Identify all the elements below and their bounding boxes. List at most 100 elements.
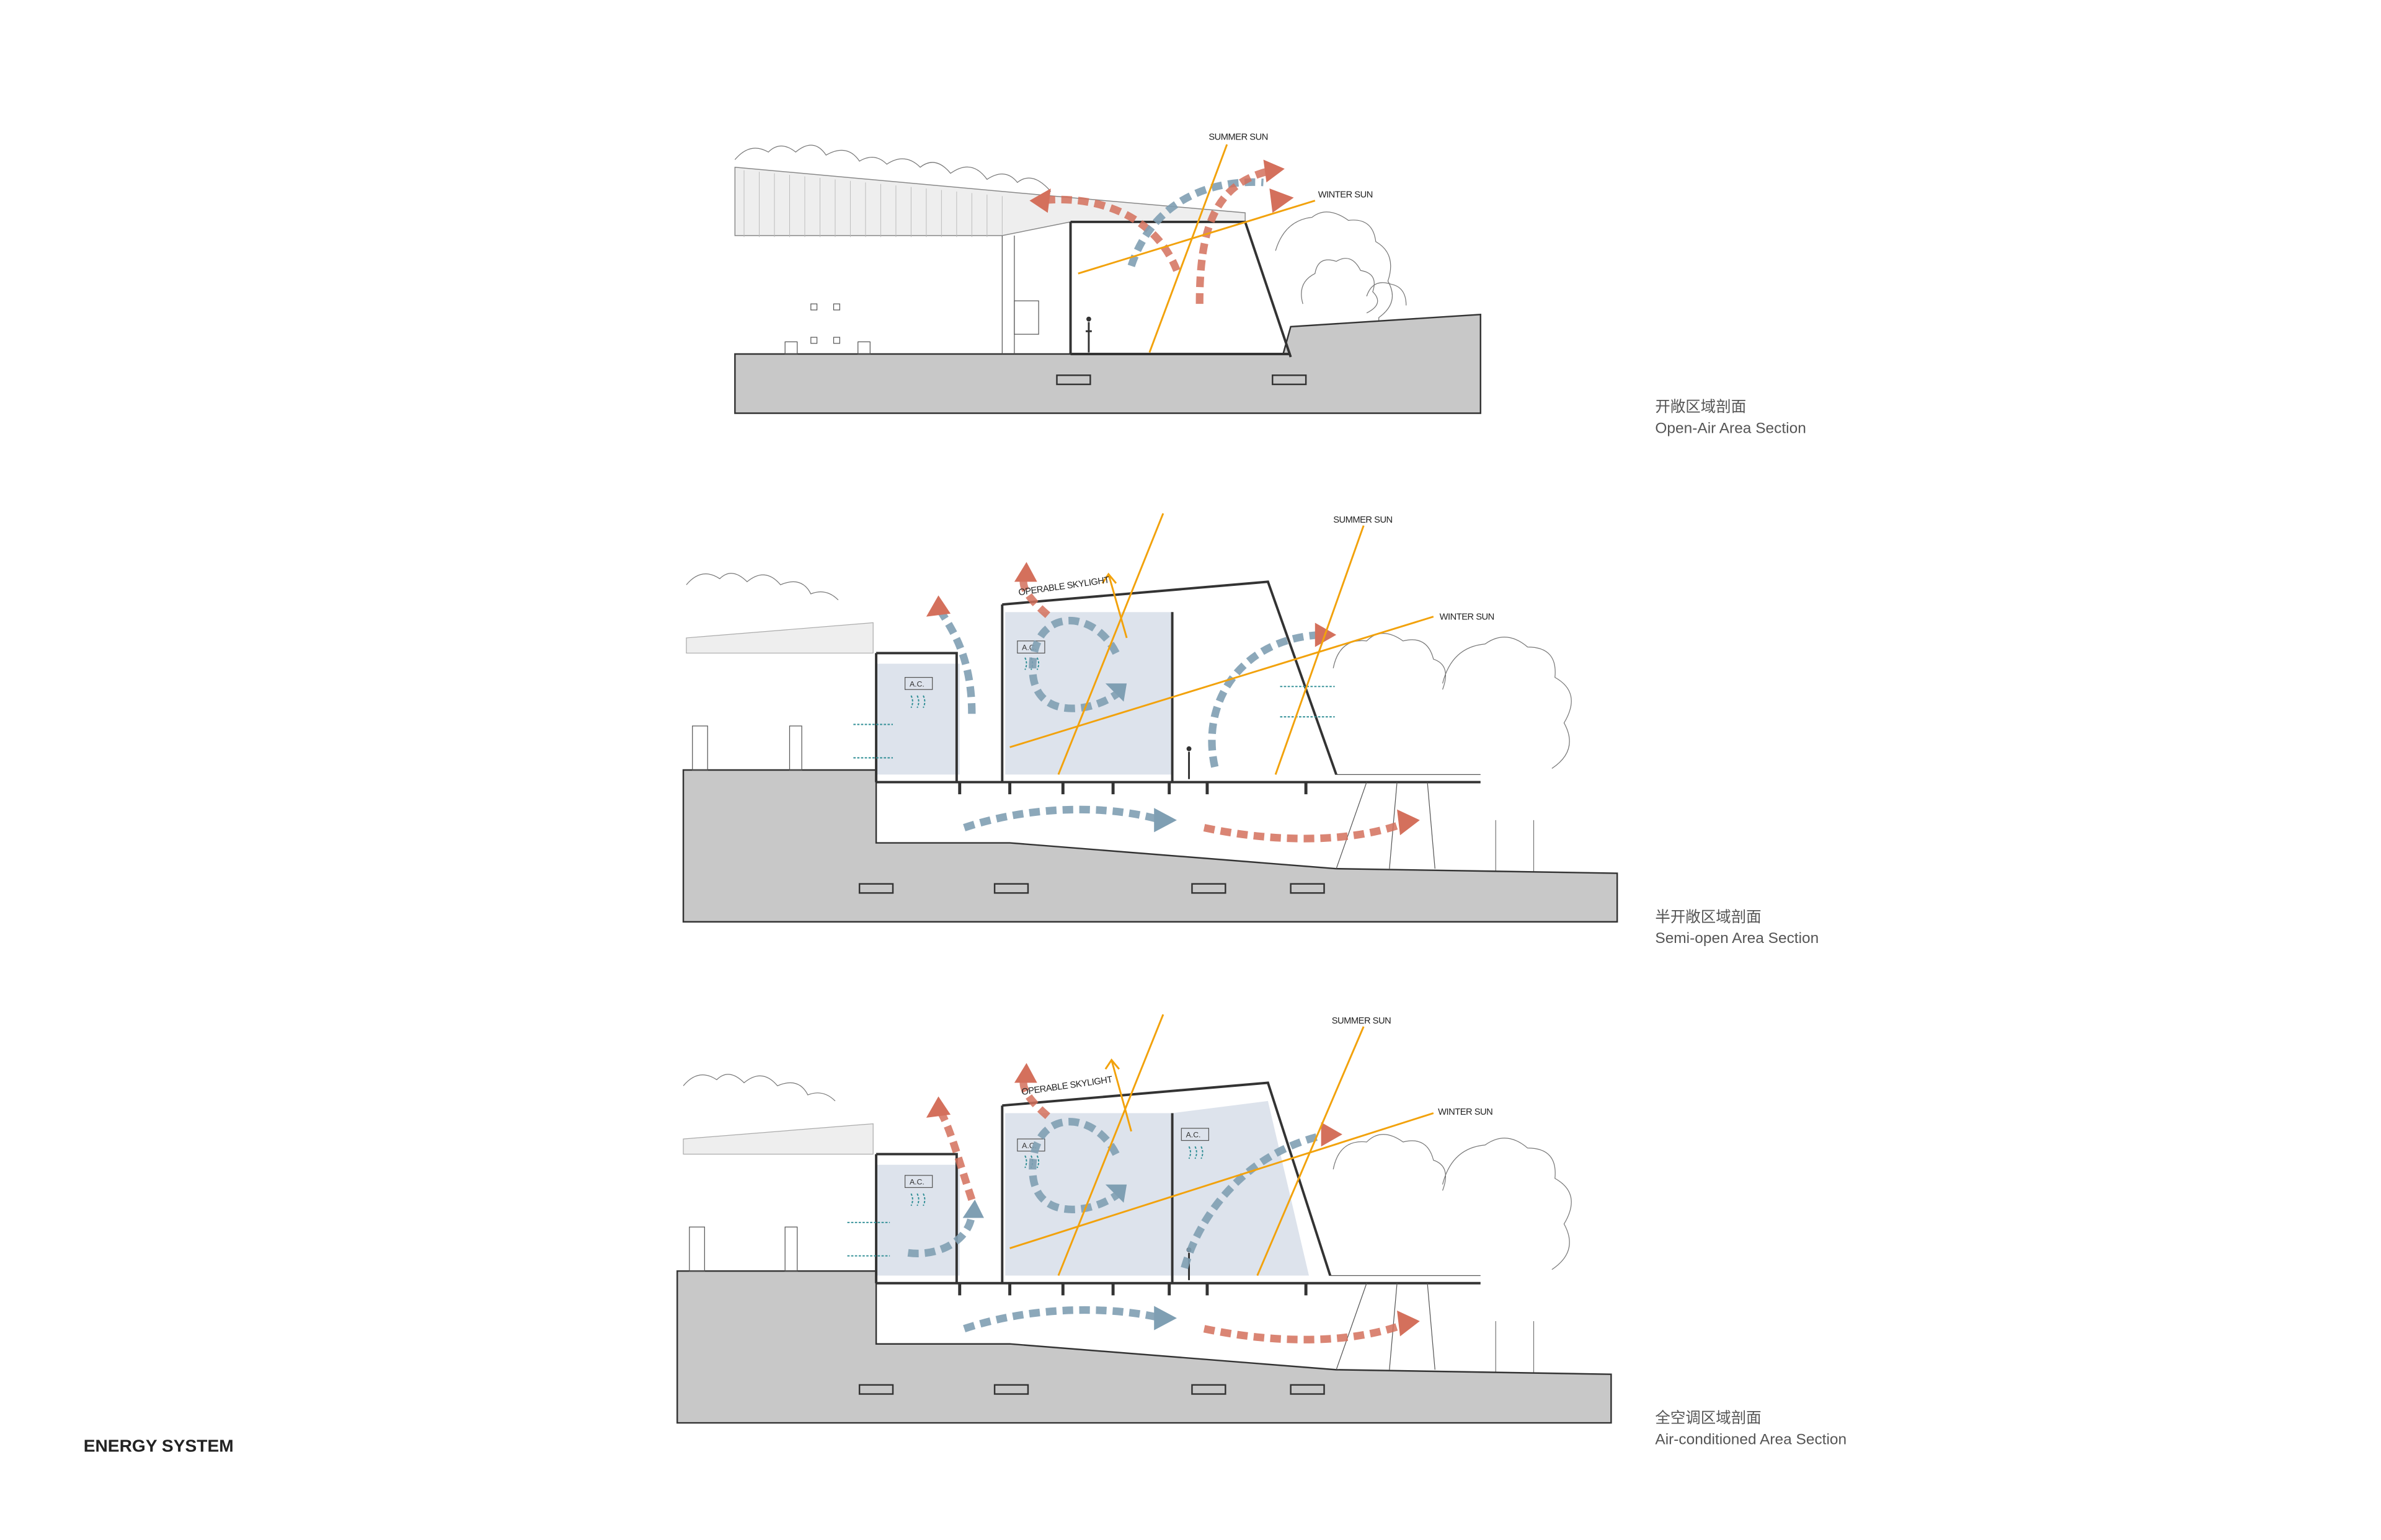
conditioned-room: [1172, 1100, 1310, 1276]
warm-arrowhead: [1029, 188, 1051, 213]
open-air-section: SUMMER SUN WINTER SUN 开敞区域剖面 Open-Air Ar…: [734, 133, 1806, 436]
tree-outlines: [686, 573, 1572, 874]
roof-structure: [875, 580, 1481, 784]
cross-vent-arrows: [847, 1221, 890, 1257]
cool-air-loop: [1181, 1132, 1323, 1269]
summer-sun-ray: [1057, 513, 1164, 775]
person-head: [1186, 746, 1192, 751]
warm-air-arrow: [1195, 166, 1274, 304]
summer-sun-ray: [1148, 144, 1228, 353]
footing: [1272, 374, 1307, 386]
cool-air-arrow: [1127, 178, 1264, 267]
bench: [858, 341, 871, 355]
air-conditioned-section: A.C. A.C. A.C. SUMMER SUN WINTER SUN OPE…: [676, 1014, 1847, 1448]
cross-vent-arrows: [853, 686, 1335, 759]
warm-arrowhead: [1269, 188, 1294, 213]
cool-arrowhead: [962, 1200, 984, 1218]
deck: [1336, 774, 1481, 869]
summer-sun-label: SUMMER SUN: [1332, 1016, 1391, 1026]
warm-arrowhead: [926, 595, 951, 617]
footing: [858, 1384, 894, 1395]
ground-section: [676, 1270, 1612, 1424]
small-window: [810, 303, 818, 311]
winter-sun-ray: [1078, 200, 1316, 275]
warm-arrowhead: [926, 1096, 951, 1118]
footing: [993, 883, 1029, 894]
ac-label: A.C.: [1186, 1131, 1201, 1140]
wall-vertical: [1001, 235, 1015, 354]
door: [1014, 300, 1039, 335]
footing: [1056, 374, 1091, 386]
footing: [1290, 883, 1325, 894]
winter-sun-label: WINTER SUN: [1438, 1107, 1492, 1117]
bench: [784, 341, 798, 355]
warm-arrowhead: [1397, 809, 1420, 836]
tree-outlines: [734, 144, 1393, 333]
footing: [1290, 1384, 1325, 1395]
footing: [1191, 883, 1226, 894]
ac-label: A.C.: [910, 679, 924, 688]
conditioned-room: [1005, 612, 1173, 775]
person-figure: [1086, 322, 1092, 353]
warm-arrowhead: [1397, 1310, 1420, 1337]
footing: [1191, 1384, 1226, 1395]
cool-arrowhead: [1154, 808, 1177, 833]
deck: [1330, 1275, 1481, 1370]
warm-air-arrow: [1039, 195, 1181, 272]
section-caption-cn: 开敞区域剖面: [1655, 397, 1746, 415]
section-caption-en: Open-Air Area Section: [1655, 420, 1806, 436]
section-caption-cn: 全空调区域剖面: [1655, 1409, 1761, 1427]
section-caption-en: Air-conditioned Area Section: [1655, 1431, 1847, 1448]
ground-section: [682, 769, 1618, 923]
underfloor-warm-air: [1203, 819, 1406, 843]
person-head: [1086, 316, 1091, 322]
semi-open-section: A.C. A.C. SUMMER SUN WINTER SUN OPERABLE…: [682, 513, 1819, 947]
summer-sun-ray: [1256, 1026, 1365, 1277]
ac-unit: [1017, 640, 1045, 654]
reflected-ray: [1101, 572, 1128, 639]
small-window: [833, 303, 840, 311]
warm-arrowhead: [1263, 159, 1285, 183]
post: [789, 725, 802, 771]
warm-air-arrow: [1019, 1073, 1050, 1119]
winter-sun-label: WINTER SUN: [1440, 613, 1494, 622]
section-caption-en: Semi-open Area Section: [1655, 930, 1819, 947]
trees-right: [1301, 258, 1407, 314]
reflected-ray: [1104, 1058, 1132, 1132]
cool-arrowhead: [1154, 1306, 1177, 1330]
conditioned-room: [876, 663, 960, 775]
underfloor-warm-air: [1203, 1321, 1406, 1343]
warm-arrowhead: [1014, 562, 1037, 582]
small-window: [810, 337, 818, 344]
roof-hatching: [743, 170, 1003, 237]
underfloor-cool-air: [963, 1306, 1163, 1333]
ac-label: A.C.: [910, 1178, 924, 1187]
floor-beams: [958, 1283, 1308, 1296]
post: [689, 1226, 705, 1272]
warm-arrowhead: [1321, 1122, 1342, 1147]
diagram-title: ENERGY SYSTEM: [84, 1436, 234, 1456]
winter-sun-label: WINTER SUN: [1318, 190, 1373, 200]
section-caption-cn: 半开敞区域剖面: [1655, 908, 1761, 926]
cool-air-loop: [907, 1211, 976, 1257]
cool-air-loop: [1208, 631, 1321, 768]
summer-sun-label: SUMMER SUN: [1333, 515, 1392, 525]
cool-air-loop: [1029, 616, 1124, 712]
operable-skylight-label: OPERABLE SKYLIGHT: [1021, 1075, 1113, 1097]
summer-sun-ray: [1057, 1014, 1164, 1277]
winter-sun-ray: [1009, 1112, 1434, 1249]
winter-sun-ray: [1009, 616, 1434, 748]
post: [784, 1226, 798, 1272]
footing: [993, 1384, 1029, 1395]
footing: [858, 883, 894, 894]
small-window: [833, 337, 840, 344]
tree-outlines: [683, 1074, 1572, 1374]
underfloor-cool-air: [963, 805, 1163, 831]
summer-sun-label: SUMMER SUN: [1208, 133, 1267, 143]
ac-unit: [1181, 1128, 1210, 1141]
ac-unit: [904, 1175, 933, 1188]
ac-unit: [904, 677, 933, 690]
post: [692, 725, 708, 771]
conditioned-room: [1005, 1113, 1173, 1276]
